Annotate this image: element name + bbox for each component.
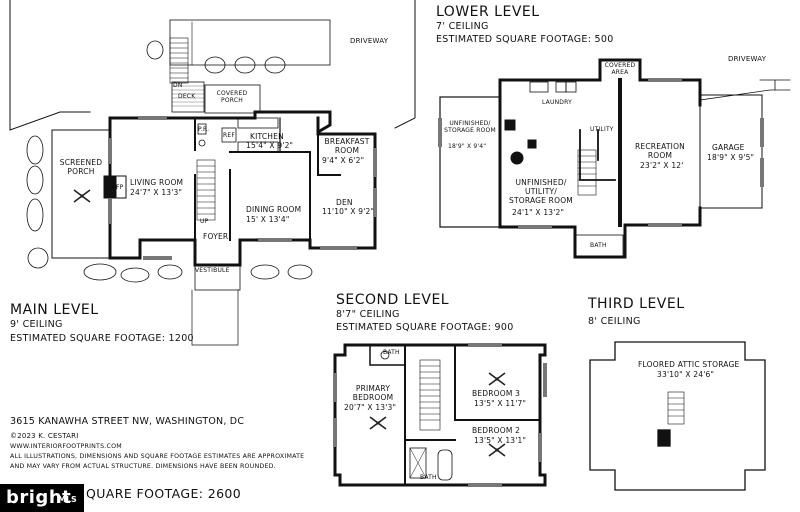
- covered-area-label: COVERED AREA: [604, 62, 636, 76]
- lower-level-plan: [438, 58, 791, 259]
- main-level-title: MAIN LEVEL: [10, 302, 99, 318]
- den-dim: 11'10" X 9'2": [322, 207, 375, 216]
- dining-room-dim: 15' X 13'4": [246, 215, 290, 224]
- breakfast-room-label: BREAKFAST ROOM: [324, 137, 370, 155]
- second-level-title: SECOND LEVEL: [336, 292, 450, 308]
- living-room-dim: 24'7" X 13'3": [130, 188, 183, 197]
- second-level-ceiling: 8'7" CEILING: [336, 309, 400, 320]
- lower-bath-label: BATH: [590, 242, 607, 249]
- bedroom3-label: BEDROOM 3: [472, 389, 521, 398]
- second-level-sqft: ESTIMATED SQUARE FOOTAGE: 900: [336, 322, 514, 333]
- lower-driveway-label: DRIVEWAY: [728, 55, 767, 63]
- main-stairs: [196, 159, 216, 221]
- attic-storage-label: FLOORED ATTIC STORAGE: [638, 360, 740, 369]
- ref-label: REF: [223, 132, 236, 139]
- screened-porch-label: SCREENED PORCH: [59, 158, 103, 176]
- primary-bedroom-dim: 20'7" X 13'3": [344, 403, 397, 412]
- bedroom2-label: BEDROOM 2: [472, 426, 521, 435]
- rear-stairs-dn-label: DN: [173, 82, 183, 89]
- primary-bedroom-label: PRIMARY BEDROOM: [352, 384, 394, 402]
- recreation-room-label: RECREATION ROOM: [635, 142, 685, 160]
- unfinished-storage-label: UNFINISHED/ STORAGE ROOM: [444, 120, 496, 134]
- den-label: DEN: [336, 198, 353, 207]
- bedroom3-dim: 13'5" X 11'7": [474, 399, 527, 408]
- breakfast-room-dim: 9'4" X 6'2": [322, 156, 365, 165]
- second-stairs: [419, 359, 441, 431]
- attic-storage-dim: 33'10" X 24'6": [657, 370, 715, 379]
- deck-label: DECK: [178, 93, 196, 100]
- kitchen-dim: 15'4" X 9'2": [246, 141, 294, 150]
- main-driveway-label: DRIVEWAY: [350, 37, 389, 45]
- laundry-label: LAUNDRY: [542, 99, 572, 106]
- kitchen-label: KITCHEN: [250, 132, 284, 141]
- rear-stairs: [169, 37, 189, 84]
- lower-level-sqft: ESTIMATED SQUARE FOOTAGE: 500: [436, 34, 614, 45]
- utility-label: UTILITY: [590, 126, 614, 133]
- address: 3615 KANAWHA STREET NW, WASHINGTON, DC: [10, 416, 245, 427]
- lower-level-ceiling: 7' CEILING: [436, 21, 489, 32]
- lower-level-title: LOWER LEVEL: [436, 4, 540, 20]
- main-level-plan: [9, 0, 416, 346]
- lower-stairs: [577, 149, 597, 196]
- recreation-room-dim: 23'2" X 12': [640, 161, 684, 170]
- main-level-ceiling: 9' CEILING: [10, 319, 63, 330]
- disclaimer-line2: AND MAY VARY FROM ACTUAL STRUCTURE. DIME…: [10, 463, 276, 470]
- bright-logo-text: bright: [6, 487, 72, 508]
- foyer-label: FOYER: [203, 232, 229, 241]
- vestibule-label: VESTIBULE: [195, 267, 230, 274]
- powder-room-label: P.R.: [198, 126, 210, 133]
- covered-porch-label: COVERED PORCH: [216, 90, 248, 104]
- second-bath-top-label: BATH: [383, 349, 400, 356]
- website: WWW.INTERIORFOOTPRINTS.COM: [10, 443, 122, 450]
- unfinished-storage-dim: 18'9" X 9'4": [448, 143, 487, 150]
- copyright: ©2023 K. CESTARI: [10, 432, 79, 440]
- bedroom2-dim: 13'5" X 13'1": [474, 436, 527, 445]
- second-bath-bottom-label: BATH: [420, 474, 437, 481]
- total-square-footage: QUARE FOOTAGE: 2600: [86, 486, 242, 501]
- garage-dim: 18'9" X 9'5": [707, 153, 755, 162]
- mls-logo-text: MLS: [58, 495, 77, 504]
- second-level-plan: [333, 343, 547, 487]
- unfinished-utility-label: UNFINISHED/ UTILITY/ STORAGE ROOM: [509, 178, 573, 205]
- main-stairs-up-label: UP: [200, 218, 209, 225]
- shrubs: [26, 40, 313, 283]
- third-level-ceiling: 8' CEILING: [588, 316, 641, 327]
- living-room-label: LIVING ROOM: [130, 178, 184, 187]
- dining-room-label: DINING ROOM: [246, 205, 302, 214]
- unfinished-utility-dim: 24'1" X 13'2": [512, 208, 565, 217]
- fireplace-label: FP: [116, 184, 124, 191]
- main-level-sqft: ESTIMATED SQUARE FOOTAGE: 1200: [10, 333, 194, 344]
- bright-mls-watermark: bright MLS: [0, 484, 84, 512]
- third-level-title: THIRD LEVEL: [588, 296, 685, 312]
- disclaimer-line1: ALL ILLUSTRATIONS, DIMENSIONS AND SQUARE…: [10, 453, 305, 460]
- garage-label: GARAGE: [712, 143, 745, 152]
- third-level-plan: [589, 341, 766, 491]
